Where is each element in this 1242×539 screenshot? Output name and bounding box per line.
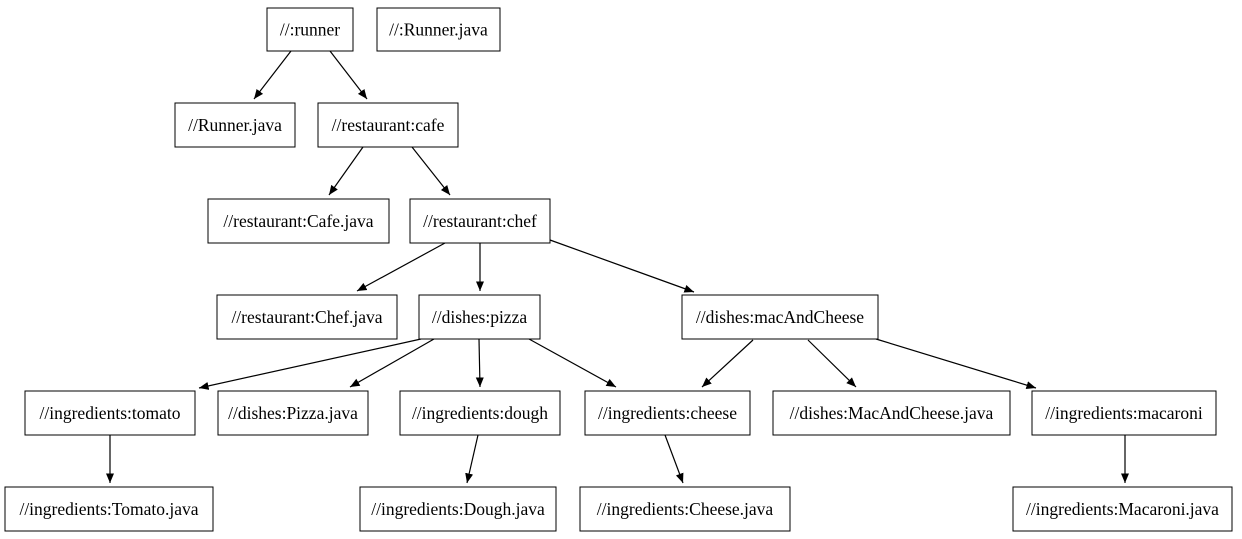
edge-mac-and-cheese-to-macaroni bbox=[875, 338, 1037, 390]
edge-mac-and-cheese-to-cheese bbox=[701, 339, 754, 388]
node-label-tomato: //ingredients:tomato bbox=[40, 403, 181, 423]
graph-node-runner-java: //Runner.java bbox=[174, 102, 296, 148]
graph-node-tomato: //ingredients:tomato bbox=[24, 390, 196, 436]
node-box-cafe-java bbox=[207, 198, 390, 244]
nodes-layer: //:runner //:Runner.java //Runner.java //re… bbox=[4, 7, 1233, 532]
node-box-mac-and-cheese-java bbox=[772, 390, 1011, 436]
graph-node-mac-and-cheese: //dishes:macAndCheese bbox=[681, 294, 879, 340]
edge-cafe-to-chef bbox=[411, 146, 451, 196]
node-label-dough-java: //ingredients:Dough.java bbox=[371, 499, 545, 519]
edge-mac-and-cheese-to-mac-and-cheese-java bbox=[807, 339, 857, 388]
node-box-chef-java bbox=[216, 294, 398, 340]
edge-runner-to-cafe bbox=[329, 50, 368, 100]
node-box-macaroni-java bbox=[1012, 486, 1233, 532]
graph-node-chef: //restaurant:chef bbox=[409, 198, 551, 244]
node-box-tomato-java bbox=[4, 486, 214, 532]
node-label-cheese-java: //ingredients:Cheese.java bbox=[597, 499, 774, 519]
graph-node-chef-java: //restaurant:Chef.java bbox=[216, 294, 398, 340]
edge-pizza-to-pizza-java bbox=[349, 338, 435, 388]
node-box-chef bbox=[409, 198, 551, 244]
graph-node-pizza: //dishes:pizza bbox=[418, 294, 541, 340]
node-label-macaroni: //ingredients:macaroni bbox=[1045, 403, 1203, 423]
graph-node-dough: //ingredients:dough bbox=[399, 390, 561, 436]
node-label-cafe-java: //restaurant:Cafe.java bbox=[223, 211, 373, 231]
edge-pizza-to-dough bbox=[475, 338, 484, 388]
edges-layer bbox=[105, 50, 1130, 484]
node-box-root-runner-java bbox=[376, 7, 501, 52]
node-label-chef: //restaurant:chef bbox=[423, 211, 537, 231]
node-label-runner-java: //Runner.java bbox=[188, 115, 282, 135]
node-label-cheese: //ingredients:cheese bbox=[598, 403, 737, 423]
node-label-pizza-java: //dishes:Pizza.java bbox=[228, 403, 358, 423]
graph-node-dough-java: //ingredients:Dough.java bbox=[359, 486, 557, 532]
node-box-pizza bbox=[418, 294, 541, 340]
node-box-tomato bbox=[24, 390, 196, 436]
node-label-runner: //:runner bbox=[280, 20, 340, 40]
node-box-cafe bbox=[317, 102, 459, 148]
graph-node-cafe: //restaurant:cafe bbox=[317, 102, 459, 148]
graph-node-pizza-java: //dishes:Pizza.java bbox=[217, 390, 369, 436]
graph-node-mac-and-cheese-java: //dishes:MacAndCheese.java bbox=[772, 390, 1011, 436]
edge-pizza-to-cheese bbox=[528, 338, 617, 388]
graph-node-root-runner-java: //:Runner.java bbox=[376, 7, 501, 52]
node-label-pizza: //dishes:pizza bbox=[432, 307, 527, 327]
node-label-dough: //ingredients:dough bbox=[412, 403, 548, 423]
graph-node-runner: //:runner bbox=[266, 7, 354, 52]
node-box-cheese bbox=[584, 390, 751, 436]
graph-node-tomato-java: //ingredients:Tomato.java bbox=[4, 486, 214, 532]
edge-chef-to-mac-and-cheese bbox=[549, 239, 695, 293]
node-box-macaroni bbox=[1031, 390, 1217, 436]
node-label-cafe: //restaurant:cafe bbox=[332, 115, 445, 135]
node-box-dough-java bbox=[359, 486, 557, 532]
edge-chef-to-chef-java bbox=[356, 242, 446, 292]
edge-cheese-to-cheese-java bbox=[664, 434, 684, 484]
node-label-mac-and-cheese-java: //dishes:MacAndCheese.java bbox=[790, 403, 994, 423]
edge-dough-to-dough-java bbox=[465, 434, 479, 484]
node-box-mac-and-cheese bbox=[681, 294, 879, 340]
graph-node-macaroni: //ingredients:macaroni bbox=[1031, 390, 1217, 436]
graph-node-cheese: //ingredients:cheese bbox=[584, 390, 751, 436]
node-box-cheese-java bbox=[579, 486, 791, 532]
graph-node-cheese-java: //ingredients:Cheese.java bbox=[579, 486, 791, 532]
node-box-runner bbox=[266, 7, 354, 52]
graph-node-macaroni-java: //ingredients:Macaroni.java bbox=[1012, 486, 1233, 532]
node-box-dough bbox=[399, 390, 561, 436]
node-label-macaroni-java: //ingredients:Macaroni.java bbox=[1026, 499, 1219, 519]
edge-cafe-to-cafe-java bbox=[328, 146, 364, 196]
node-label-mac-and-cheese: //dishes:macAndCheese bbox=[696, 307, 864, 327]
node-box-runner-java bbox=[174, 102, 296, 148]
edge-pizza-to-tomato bbox=[198, 338, 422, 390]
graph-node-cafe-java: //restaurant:Cafe.java bbox=[207, 198, 390, 244]
node-label-tomato-java: //ingredients:Tomato.java bbox=[19, 499, 198, 519]
node-box-pizza-java bbox=[217, 390, 369, 436]
edge-runner-to-runner-java bbox=[253, 50, 292, 100]
node-label-chef-java: //restaurant:Chef.java bbox=[231, 307, 382, 327]
node-label-root-runner-java: //:Runner.java bbox=[389, 20, 488, 40]
